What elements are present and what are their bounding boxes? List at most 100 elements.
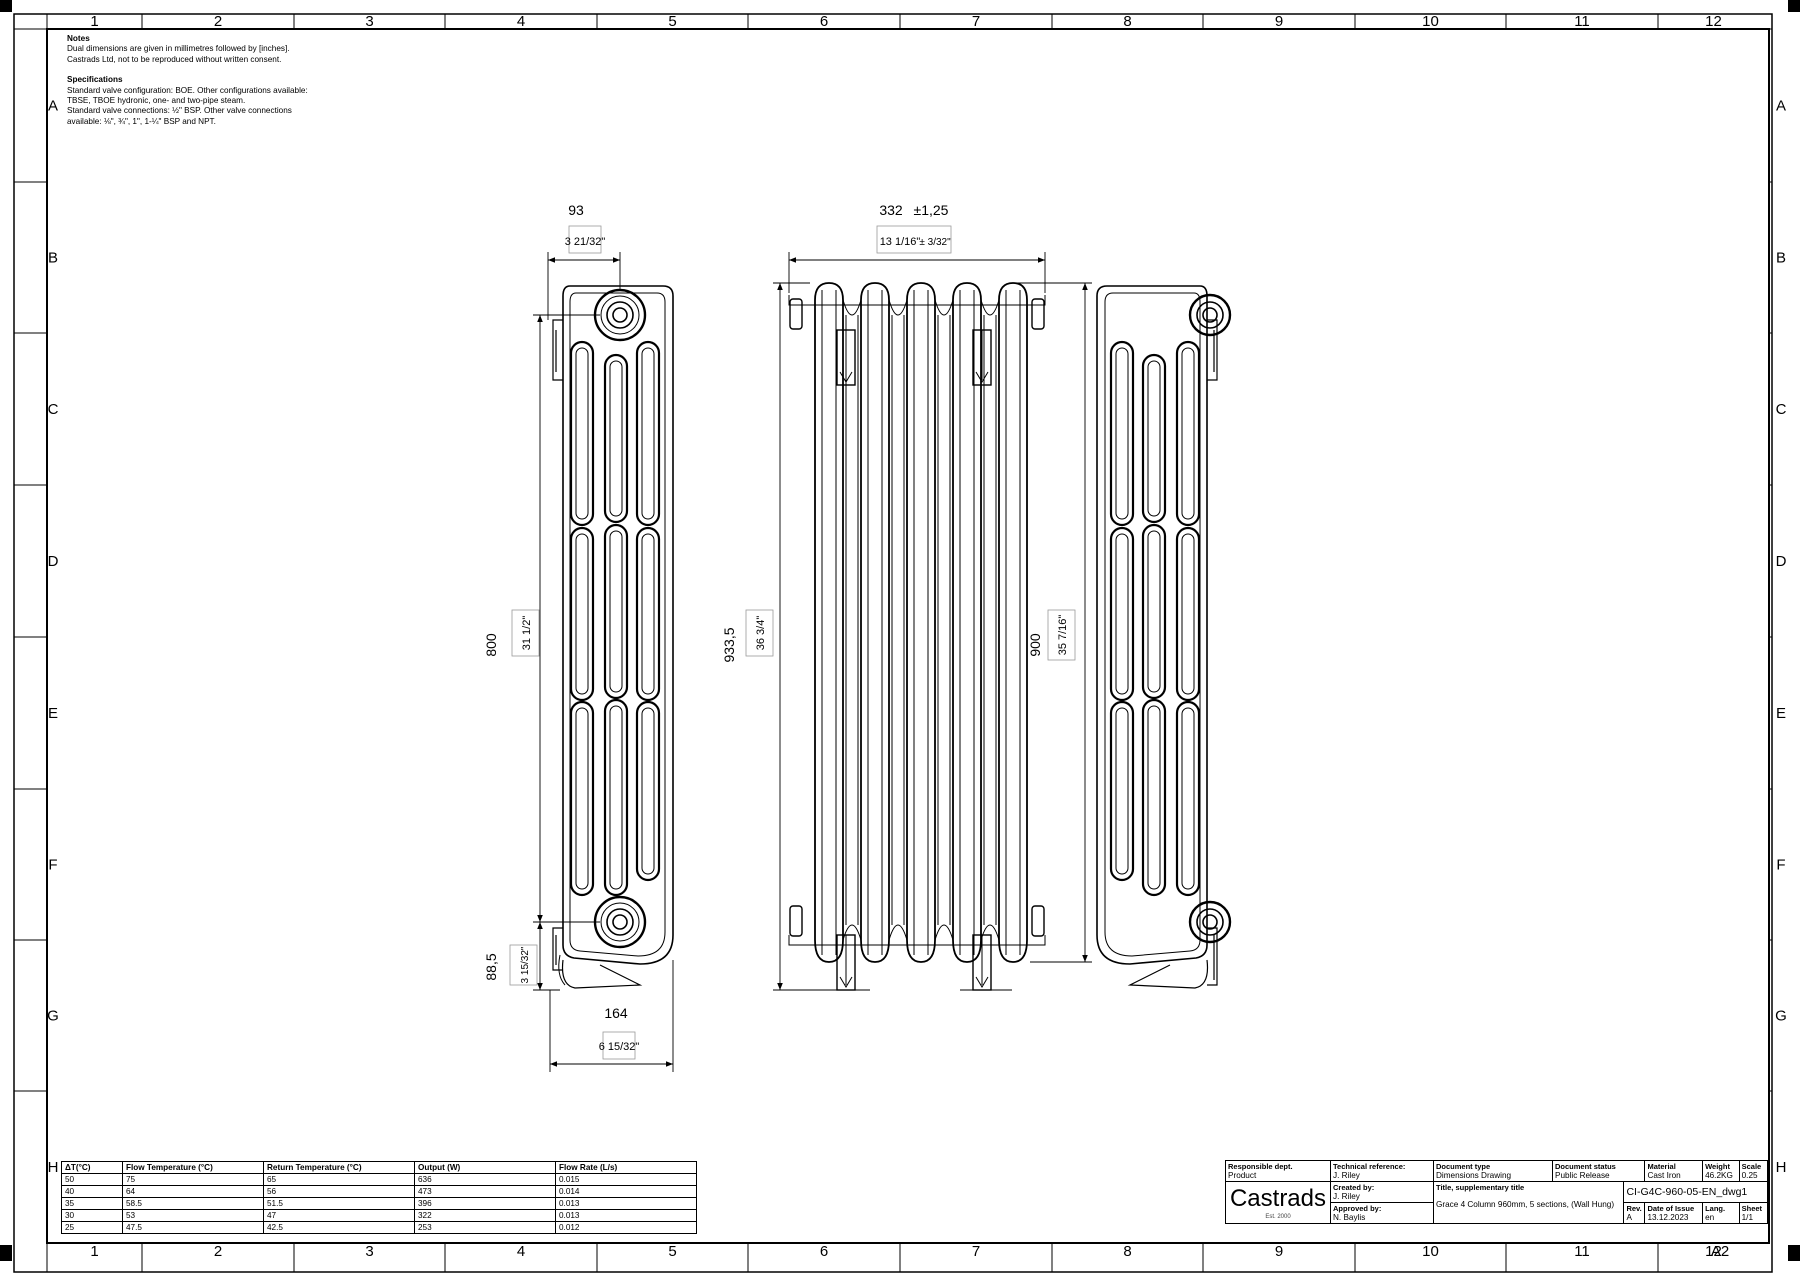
row-label: A [48,98,58,115]
created-by-label: Created by: [1333,1183,1375,1192]
column-label: 9 [1275,1243,1283,1260]
column-label: 12 [1705,13,1722,30]
dim-overall-height-in: 36 3/4" [755,616,767,651]
tech-ref-label: Technical reference: [1333,1162,1406,1171]
table-cell: 42.5 [263,1221,415,1234]
lang: en [1705,1213,1715,1222]
dim-front-width-tol-mm: ±1,25 [914,202,949,218]
dim-floor-to-pipe-mm: 88,5 [483,953,499,980]
column-tube [1109,340,1135,527]
column-label: 11 [1574,13,1590,30]
column-label: 10 [1422,13,1439,30]
column-tube [635,526,661,702]
front-section [860,282,890,963]
row-label: C [1776,401,1787,418]
corner-mark-tl [0,0,12,12]
document-number: CI-G4C-960-05-EN_dwg1 [1623,1181,1768,1203]
dim-front-width-tol-in: ± 3/32" [919,237,951,248]
drawing-title: Grace 4 Column 960mm, 5 sections, (Wall … [1436,1200,1615,1209]
table-cell: 47 [263,1209,415,1222]
specifications-heading: Specifications [67,75,123,85]
dim-front-width-in: 13 1/16" [880,236,921,248]
corner-mark-bl [0,1245,12,1261]
row-label: E [1776,705,1786,722]
row-label: D [48,553,59,570]
notes-block: Notes Dual dimensions are given in milli… [67,34,367,127]
table-cell: 53 [122,1209,264,1222]
table-cell: 30 [61,1209,123,1222]
column-tube [1141,523,1167,700]
column-label: 9 [1275,13,1283,30]
column-tube-inner [609,705,623,890]
table-cell: 56 [263,1185,415,1198]
dimension-inch-boxes [509,225,1076,1060]
performance-table: ΔT(°C) Flow Temperature (°C) Return Temp… [61,1161,697,1234]
column-tube-inner [1147,530,1161,693]
column-tube-inner [641,347,655,520]
table-cell: 0.013 [555,1197,697,1210]
dim-front-width-mm: 332 [879,202,903,218]
row-label: C [48,401,59,418]
column-tube-inner [609,360,623,517]
header-delta-t: ΔT(°C) [61,1161,123,1174]
dim-body-height-in: 35 7/16" [1057,615,1069,656]
row-label: F [1776,857,1785,874]
row-label: G [47,1008,59,1025]
row-label: G [1775,1008,1787,1025]
column-tube [1175,340,1201,527]
column-label: 12 [1705,1243,1722,1260]
column-label: 5 [668,13,676,30]
front-section [906,282,936,963]
notes-line: Castrads Ltd, not to be reproduced witho… [67,54,282,64]
row-label: F [48,857,57,874]
header-flow-rate: Flow Rate (L/s) [555,1161,697,1174]
table-cell: 75 [122,1173,264,1186]
dim-floor-to-pipe-in: 3 15/32" [520,946,531,983]
responsible-dept-label: Responsible dept. [1228,1162,1293,1171]
row-label: H [48,1159,59,1176]
inner-frame [46,28,1770,1244]
column-tube [635,340,661,527]
sheet-size: A2 [1711,1243,1729,1260]
front-section [998,282,1028,963]
scale: 0.25 [1741,1171,1758,1180]
header-flow-temp: Flow Temperature (°C) [122,1161,264,1174]
dim-side-width-mm: 93 [568,202,584,218]
weight-label: Weight [1705,1162,1730,1171]
responsible-dept: Product [1228,1171,1257,1180]
approved-by: N. Baylis [1333,1213,1366,1222]
doc-status-label: Document status [1555,1162,1616,1171]
column-tube-inner [641,707,655,875]
corner-mark-tr [1788,0,1800,12]
table-cell: 47.5 [122,1221,264,1234]
column-tube-inner [575,347,589,520]
row-label: B [48,250,58,267]
title-label: Title, supplementary title [1436,1183,1525,1192]
sheet: 1/1 [1741,1213,1753,1222]
column-tube-inner [1147,360,1161,517]
front-section-web [934,299,954,941]
table-cell: 0.013 [555,1209,697,1222]
row-label: B [1776,250,1786,267]
column-label: 2 [214,1243,222,1260]
sheet-label: Sheet [1741,1204,1763,1213]
column-label: 1 [90,1243,98,1260]
side-view-left [552,285,674,989]
dim-pipe-centres-mm: 800 [483,633,499,657]
spec-line: TBSE, TBOE hydronic, one- and two-pipe s… [67,96,246,106]
table-cell: 322 [414,1209,556,1222]
table-cell: 396 [414,1197,556,1210]
notes-heading: Notes [67,34,90,43]
column-tube-inner [575,533,589,695]
material: Cast Iron [1647,1171,1681,1180]
corner-mark-br [1788,1245,1800,1261]
column-label: 7 [972,1243,980,1260]
outer-frame [13,13,1773,1273]
column-tube [1175,526,1201,702]
column-tube [1141,698,1167,897]
column-tube-inner [1181,347,1195,520]
